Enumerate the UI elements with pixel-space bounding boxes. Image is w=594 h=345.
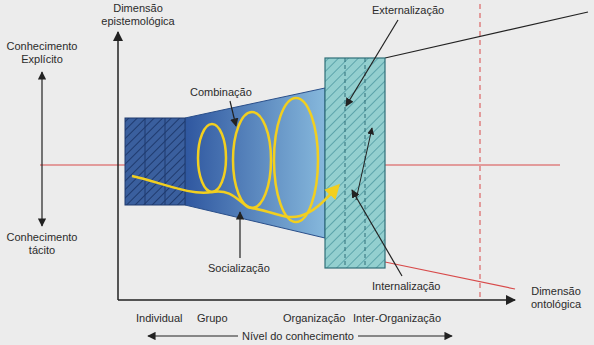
block-divider <box>165 118 166 205</box>
block-divider <box>145 118 146 205</box>
leader-arrow <box>239 212 240 258</box>
level-label: Grupo <box>197 312 228 325</box>
process-label: Externalização <box>372 4 444 17</box>
leader-arrow <box>346 20 398 106</box>
level-label: Organização <box>283 312 345 325</box>
level-label: Individual <box>136 312 182 325</box>
red-dashed-line <box>480 4 481 298</box>
block-divider <box>345 58 346 268</box>
inter-organization-block <box>325 58 385 268</box>
axis-title: Dimensão ontológica <box>522 285 590 311</box>
spiral-loop <box>233 112 271 208</box>
spiral-loop <box>274 98 318 222</box>
process-label: Internalização <box>372 280 441 293</box>
process-label: Socialização <box>208 262 270 275</box>
level-label: Inter-Organização <box>353 312 441 325</box>
x-axis <box>118 299 515 301</box>
process-label: Combinação <box>190 86 252 99</box>
y-axis <box>117 32 119 300</box>
leader-arrow <box>230 101 236 126</box>
black-spread-line <box>385 12 588 58</box>
spiral-loop <box>198 124 226 192</box>
dimension-label: Conhecimento tácito <box>2 231 82 257</box>
block-arrow <box>356 128 372 200</box>
tacit-explicit-arrow <box>41 72 42 226</box>
axis-title: Nível do conhecimento <box>238 330 358 343</box>
dimension-label: Conhecimento Explícito <box>2 40 82 66</box>
leader-arrow <box>352 190 402 276</box>
individual-block <box>125 118 185 205</box>
spiral-path <box>132 176 338 217</box>
axis-title: Dimensão epistemológica <box>93 2 183 28</box>
